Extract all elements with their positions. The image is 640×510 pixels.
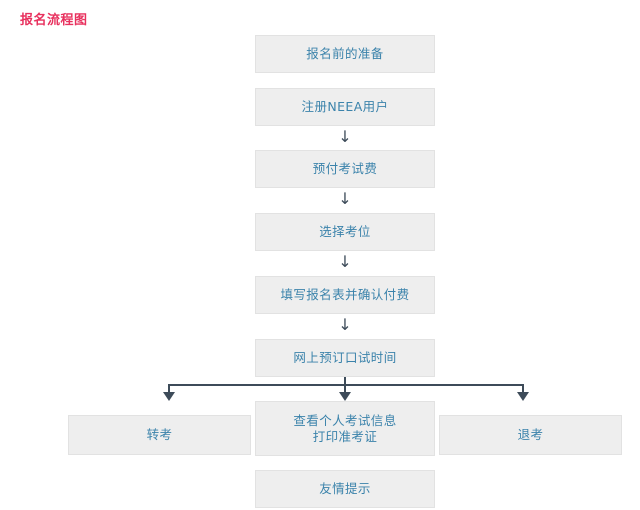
down-arrow-icon-4: ↓ xyxy=(338,315,352,334)
flow-node-branch-view-info[interactable]: 查看个人考试信息 打印准考证 xyxy=(255,401,435,456)
branch-connector-drop-right xyxy=(522,384,524,393)
branch-arrowhead-left-icon xyxy=(163,392,175,401)
branch-arrowhead-right-icon xyxy=(517,392,529,401)
branch-connector-drop-left xyxy=(168,384,170,393)
down-arrow-icon-3: ↓ xyxy=(338,252,352,271)
flow-node-step-register-neea[interactable]: 注册NEEA用户 xyxy=(255,88,435,126)
flow-node-branch-transfer[interactable]: 转考 xyxy=(68,415,251,455)
flow-node-branch-withdraw[interactable]: 退考 xyxy=(439,415,622,455)
flow-node-step-friendly-tip[interactable]: 友情提示 xyxy=(255,470,435,508)
page-title: 报名流程图 xyxy=(20,13,88,28)
branch-connector-stem xyxy=(344,377,346,385)
flow-node-step-choose-seat[interactable]: 选择考位 xyxy=(255,213,435,251)
branch-arrowhead-center-icon xyxy=(339,392,351,401)
flow-node-step-fill-form[interactable]: 填写报名表并确认付费 xyxy=(255,276,435,314)
branch-connector-drop-center xyxy=(344,384,346,393)
flow-node-step-prepay-fee[interactable]: 预付考试费 xyxy=(255,150,435,188)
flow-node-step-book-speaking[interactable]: 网上预订口试时间 xyxy=(255,339,435,377)
down-arrow-icon-1: ↓ xyxy=(338,127,352,146)
branch-connector-bar xyxy=(168,384,524,386)
flow-node-step-preparation[interactable]: 报名前的准备 xyxy=(255,35,435,73)
down-arrow-icon-2: ↓ xyxy=(338,189,352,208)
